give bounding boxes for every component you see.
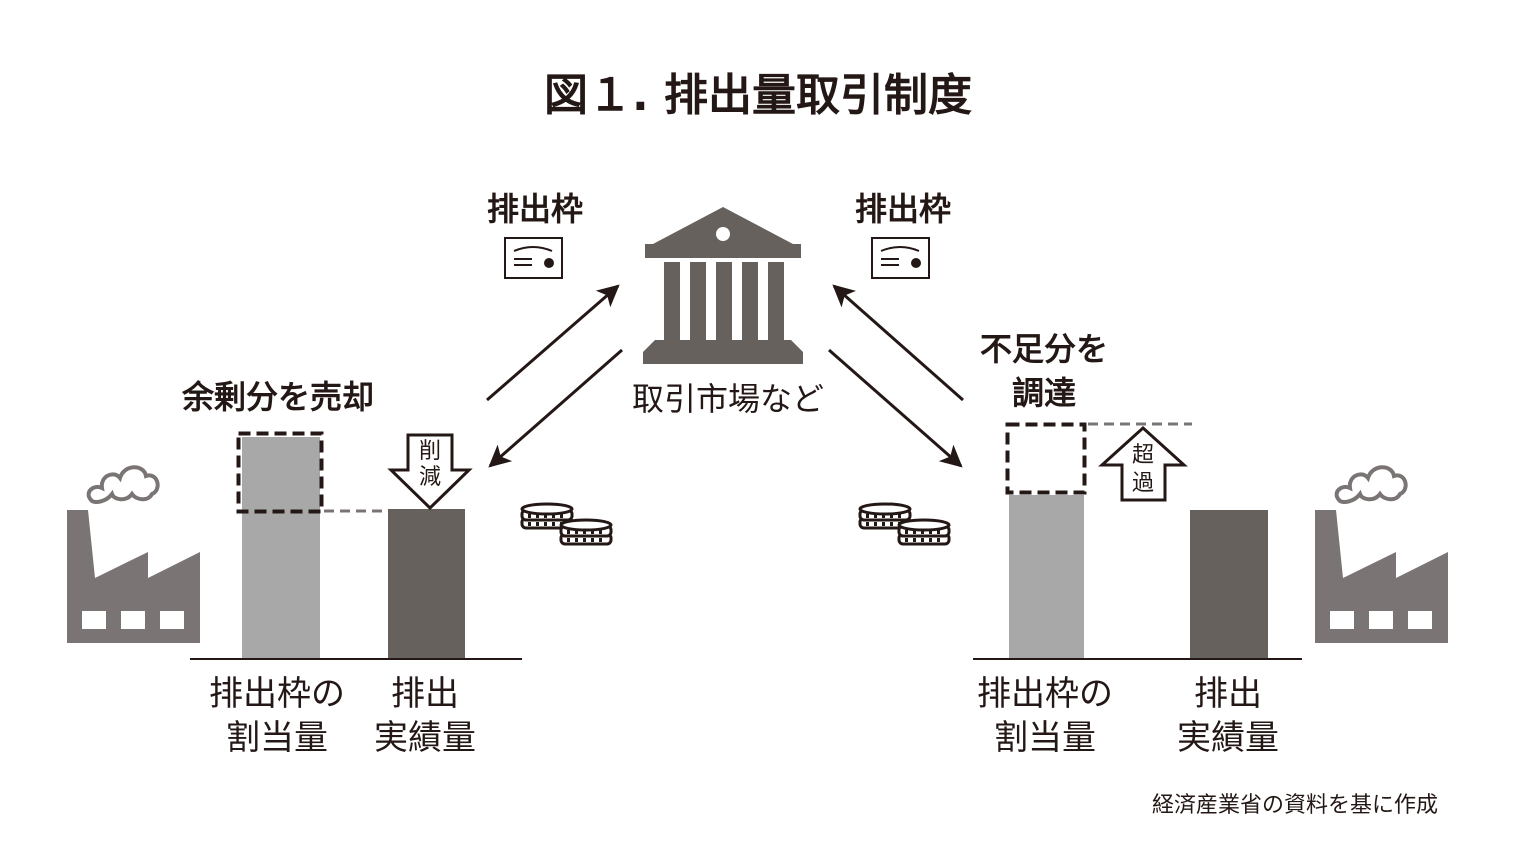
right-permit-label: 排出枠 (855, 190, 951, 228)
right-shortage-box (1005, 422, 1087, 495)
left-coins-icon (520, 502, 613, 546)
left-allocation-bar (242, 437, 320, 659)
right-coins-icon (858, 502, 951, 546)
bank-building-icon (643, 207, 803, 364)
excess-label-2: 過 (1132, 471, 1154, 496)
left-permit-certificate-icon (504, 237, 563, 279)
left-factory-icon (67, 510, 200, 643)
right-heading-2: 調達 (1012, 374, 1076, 412)
left-actual-bar (388, 509, 465, 659)
right-actual-bar (1190, 510, 1268, 659)
excess-up-arrow (1098, 425, 1188, 502)
left-allocation-label-1: 排出枠の (209, 674, 345, 714)
right-permit-certificate-icon (871, 237, 930, 279)
left-smoke-icon (86, 465, 160, 504)
right-allocation-label-2: 割当量 (994, 718, 1096, 758)
right-actual-label-2: 実績量 (1177, 718, 1279, 758)
diagram-title: 図１. 排出量取引制度 (544, 70, 972, 121)
reduction-label-2: 減 (419, 465, 441, 490)
left-surplus-box (236, 431, 324, 514)
left-permit-label: 排出枠 (487, 190, 583, 228)
right-allocation-bar (1009, 495, 1084, 659)
left-allocation-label-2: 割当量 (226, 718, 328, 758)
right-heading-1: 不足分を (980, 330, 1108, 368)
arrow-market-to-right (828, 348, 963, 468)
left-actual-label-1: 排出 (391, 674, 459, 714)
arrow-right-to-market (832, 284, 964, 402)
arrow-left-to-market (486, 284, 620, 402)
reduction-label-1: 削 (419, 439, 441, 464)
reduction-down-arrow (387, 433, 473, 511)
arrow-market-to-left (488, 348, 623, 468)
right-smoke-icon (1334, 465, 1408, 504)
right-allocation-label-1: 排出枠の (977, 674, 1113, 714)
left-heading: 余剰分を売却 (181, 378, 374, 416)
right-factory-icon (1315, 510, 1448, 643)
left-actual-label-2: 実績量 (374, 718, 476, 758)
source-note: 経済産業省の資料を基に作成 (1152, 793, 1438, 818)
excess-label-1: 超 (1132, 443, 1154, 468)
market-label: 取引市場など (632, 380, 824, 418)
right-actual-label-1: 排出 (1194, 674, 1262, 714)
